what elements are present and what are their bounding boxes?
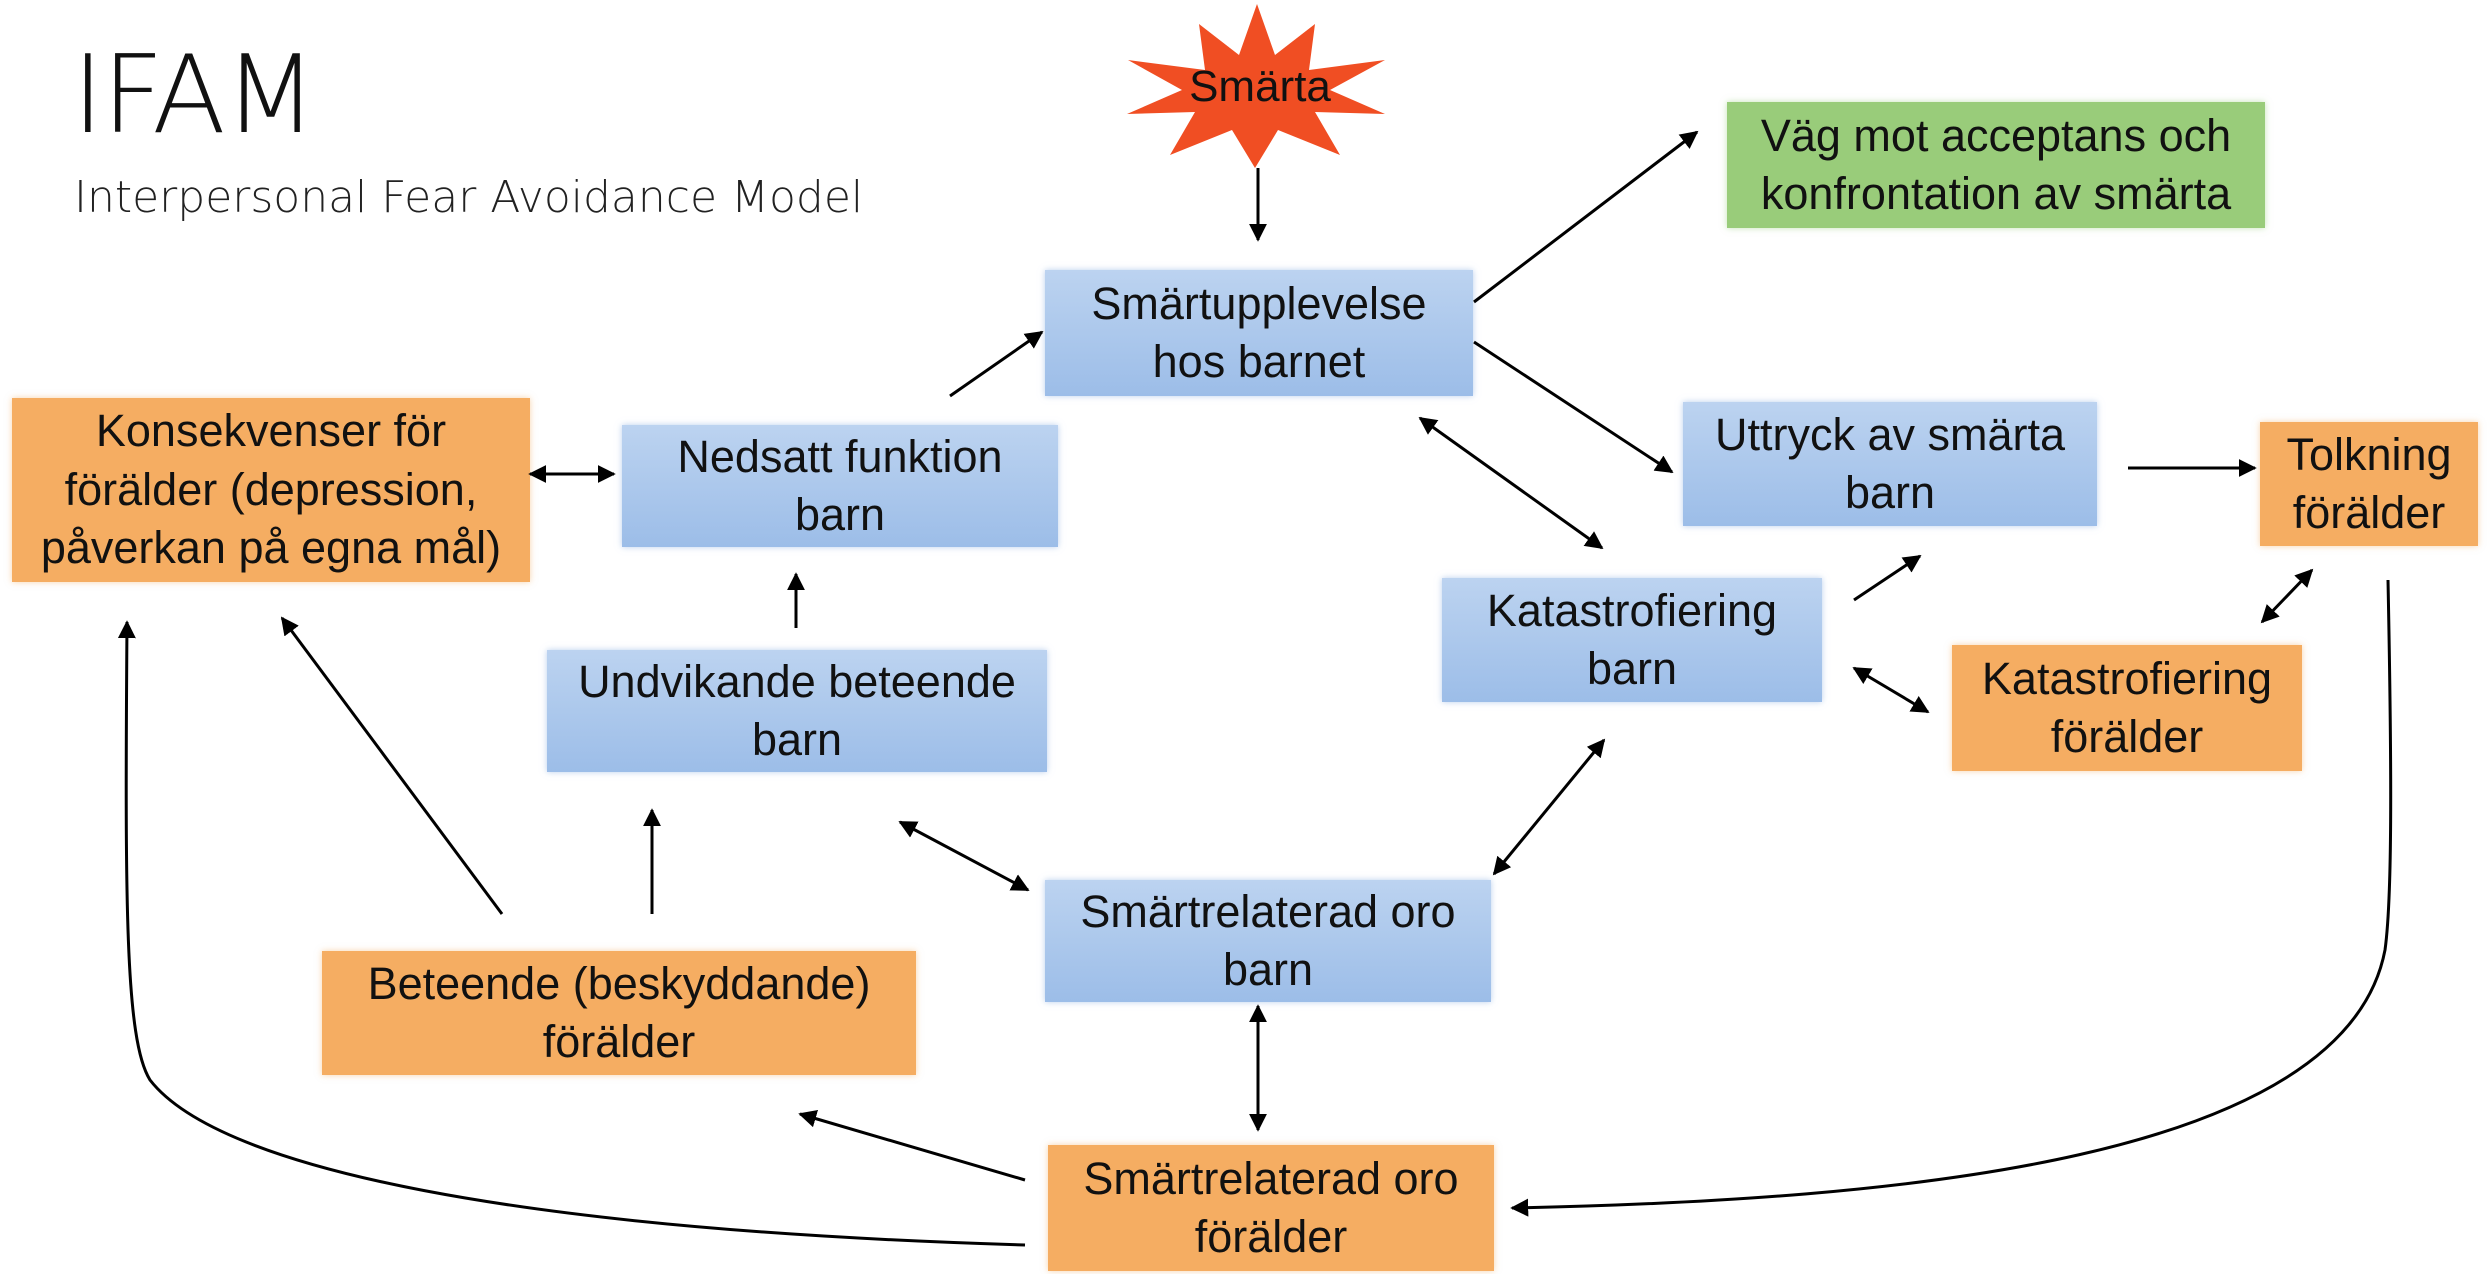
arrow-oro-foralder-to-konsekvenser <box>117 620 1026 1247</box>
arrow-upplevelse-katastrofiering-barn <box>1418 416 1604 550</box>
arrow-katastrofiering-barn-to-uttryck <box>1853 554 1922 602</box>
node-katastrofiering-barn: Katastrofiering barn <box>1442 578 1822 702</box>
node-vag-mot-acceptans: Väg mot acceptans och konfrontation av s… <box>1727 102 2265 228</box>
node-tolkning: Tolkning förälder <box>2260 422 2478 546</box>
node-uttryck: Uttryck av smärta barn <box>1683 402 2097 526</box>
arrow-tolkning-to-oro-foralder <box>1510 579 2393 1217</box>
node-oro-foralder: Smärtrelaterad oro förälder <box>1048 1145 1494 1271</box>
arrow-nedsatt-to-upplevelse <box>949 330 1044 398</box>
arrow-katastrofiering-barn-oro-barn <box>1492 738 1606 876</box>
pain-label: Smärta <box>1189 62 1331 111</box>
arrow-beteende-to-konsekvenser <box>280 616 504 915</box>
node-smartupplevelse: Smärtupplevelse hos barnet <box>1045 270 1473 396</box>
diagram-subtitle: Interpersonal Fear Avoidance Model <box>74 172 864 223</box>
arrow-oro-foralder-to-beteende <box>798 1109 1026 1182</box>
arrow-upplevelse-to-uttryck <box>1473 340 1674 474</box>
arrow-katastrofiering-barn-foralder <box>1852 666 1930 714</box>
node-undvikande: Undvikande beteende barn <box>547 650 1047 772</box>
arrow-tolkning-katastrofiering-foralder <box>2260 568 2314 624</box>
node-oro-barn: Smärtrelaterad oro barn <box>1045 880 1491 1002</box>
node-konsekvenser: Konsekvenser för förälder (depression, p… <box>12 398 530 582</box>
node-nedsatt-funktion: Nedsatt funktion barn <box>622 425 1058 547</box>
arrow-undvikande-oro-barn <box>898 820 1030 892</box>
diagram-title: IFAM <box>72 33 317 158</box>
node-katastrofiering-foralder: Katastrofiering förälder <box>1952 645 2302 771</box>
arrow-upplevelse-to-acceptans <box>1473 130 1699 304</box>
node-beteende: Beteende (beskyddande) förälder <box>322 951 916 1075</box>
